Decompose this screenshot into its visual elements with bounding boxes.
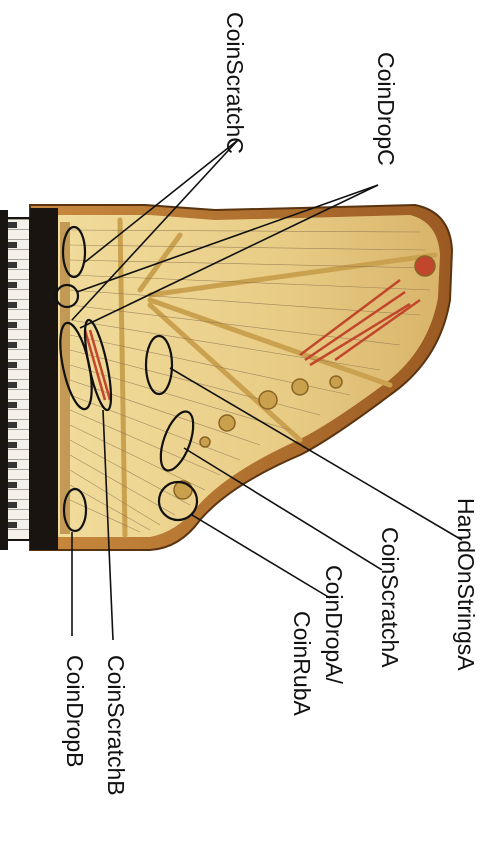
label-coin-drop-a: CoinDropA/ [321,565,347,684]
label-coin-scratch-a: CoinScratchA [377,527,403,668]
label-coin-rub-a: CoinRubA [289,611,315,716]
keybed [30,208,58,550]
label-coin-scratch-b: CoinScratchB [103,655,129,796]
label-coin-drop-c: CoinDropC [373,52,399,166]
label-hand-on-strings-a: HandOnStringsA [453,498,479,671]
piano-image [0,205,452,550]
leader-coin-scratch-a [184,448,382,570]
label-coin-scratch-c: CoinScratchC [222,12,248,154]
label-coin-drop-b: CoinDropB [62,655,88,768]
leader-coin-drop-a [192,515,330,598]
